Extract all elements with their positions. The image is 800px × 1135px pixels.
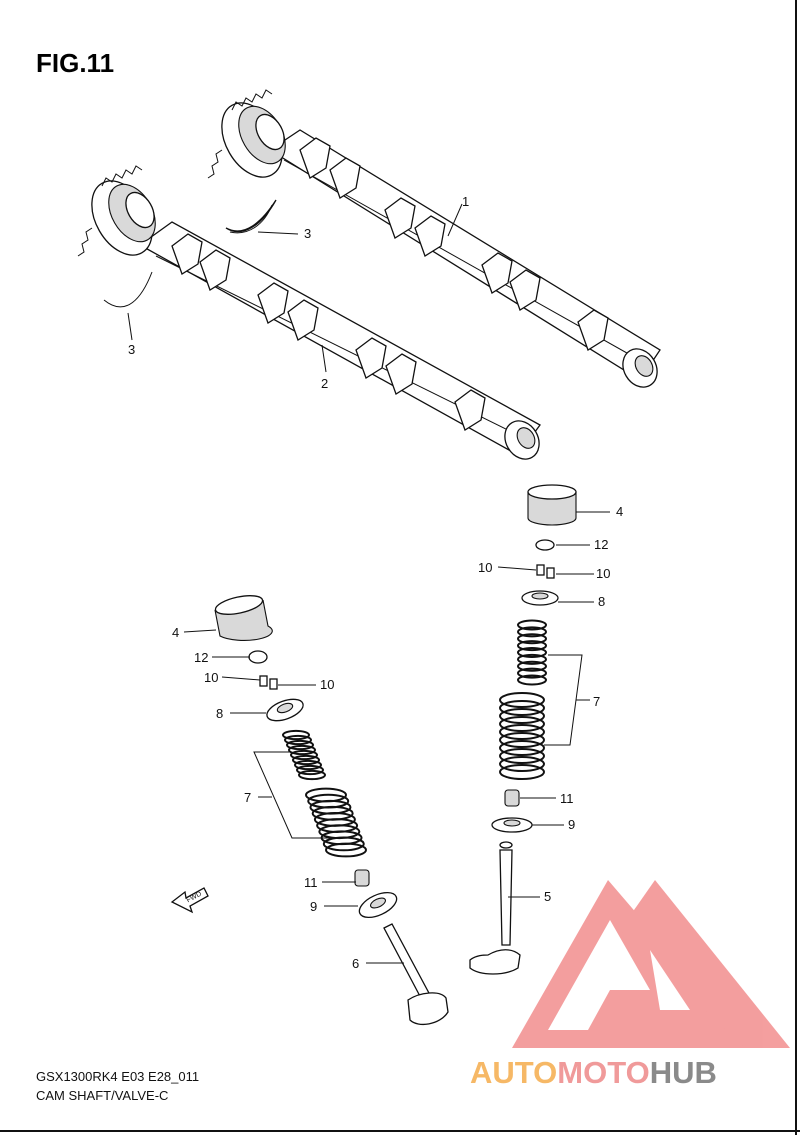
- callout-11-right: 11: [560, 791, 574, 806]
- callout-4-right: 4: [616, 504, 623, 519]
- automotohub-logo: [512, 880, 790, 1048]
- valve-spring: [282, 729, 326, 781]
- watermark-word: AUTOMOTOHUB: [470, 1055, 717, 1090]
- callout-6: 6: [352, 956, 359, 971]
- callout-3-lower: 3: [128, 342, 135, 357]
- callout-4-left: 4: [172, 625, 179, 640]
- callout-8-right: 8: [598, 594, 605, 609]
- callout-5: 5: [544, 889, 551, 904]
- valve-spring: [517, 619, 547, 686]
- valve-spring: [305, 787, 367, 858]
- callout-8-left: 8: [216, 706, 223, 721]
- forward-arrow-icon: FWD: [170, 887, 209, 914]
- callout-7-right: 7: [593, 694, 600, 709]
- callout-9-right: 9: [568, 817, 575, 832]
- model-code: GSX1300RK4 E03 E28_011: [36, 1069, 199, 1084]
- valve-spring: [499, 691, 545, 781]
- valve-assembly-left: [214, 595, 449, 1026]
- callout-9-left: 9: [310, 899, 317, 914]
- camshaft-intake: [207, 89, 661, 388]
- valve-assembly-right: [469, 484, 577, 975]
- callout-10-left-a: 10: [204, 670, 218, 685]
- callout-12-right: 12: [594, 537, 608, 552]
- callout-10-left-b: 10: [320, 677, 334, 692]
- figure-title: FIG.11: [36, 48, 114, 78]
- camshaft-clip-upper: [225, 199, 277, 233]
- section-name: CAM SHAFT/VALVE-C: [36, 1088, 168, 1103]
- callout-10-right-a: 10: [478, 560, 492, 575]
- callout-1: 1: [462, 194, 469, 209]
- camshaft-exhaust: [77, 165, 541, 460]
- callout-7-left: 7: [244, 790, 251, 805]
- camshaft-clip-lower: [103, 271, 153, 308]
- callout-12-left: 12: [194, 650, 208, 665]
- callout-10-right-b: 10: [596, 566, 610, 581]
- callout-2: 2: [321, 376, 328, 391]
- callout-11-left: 11: [304, 875, 318, 890]
- leader-lines: [127, 203, 610, 964]
- callout-3-upper: 3: [304, 226, 311, 241]
